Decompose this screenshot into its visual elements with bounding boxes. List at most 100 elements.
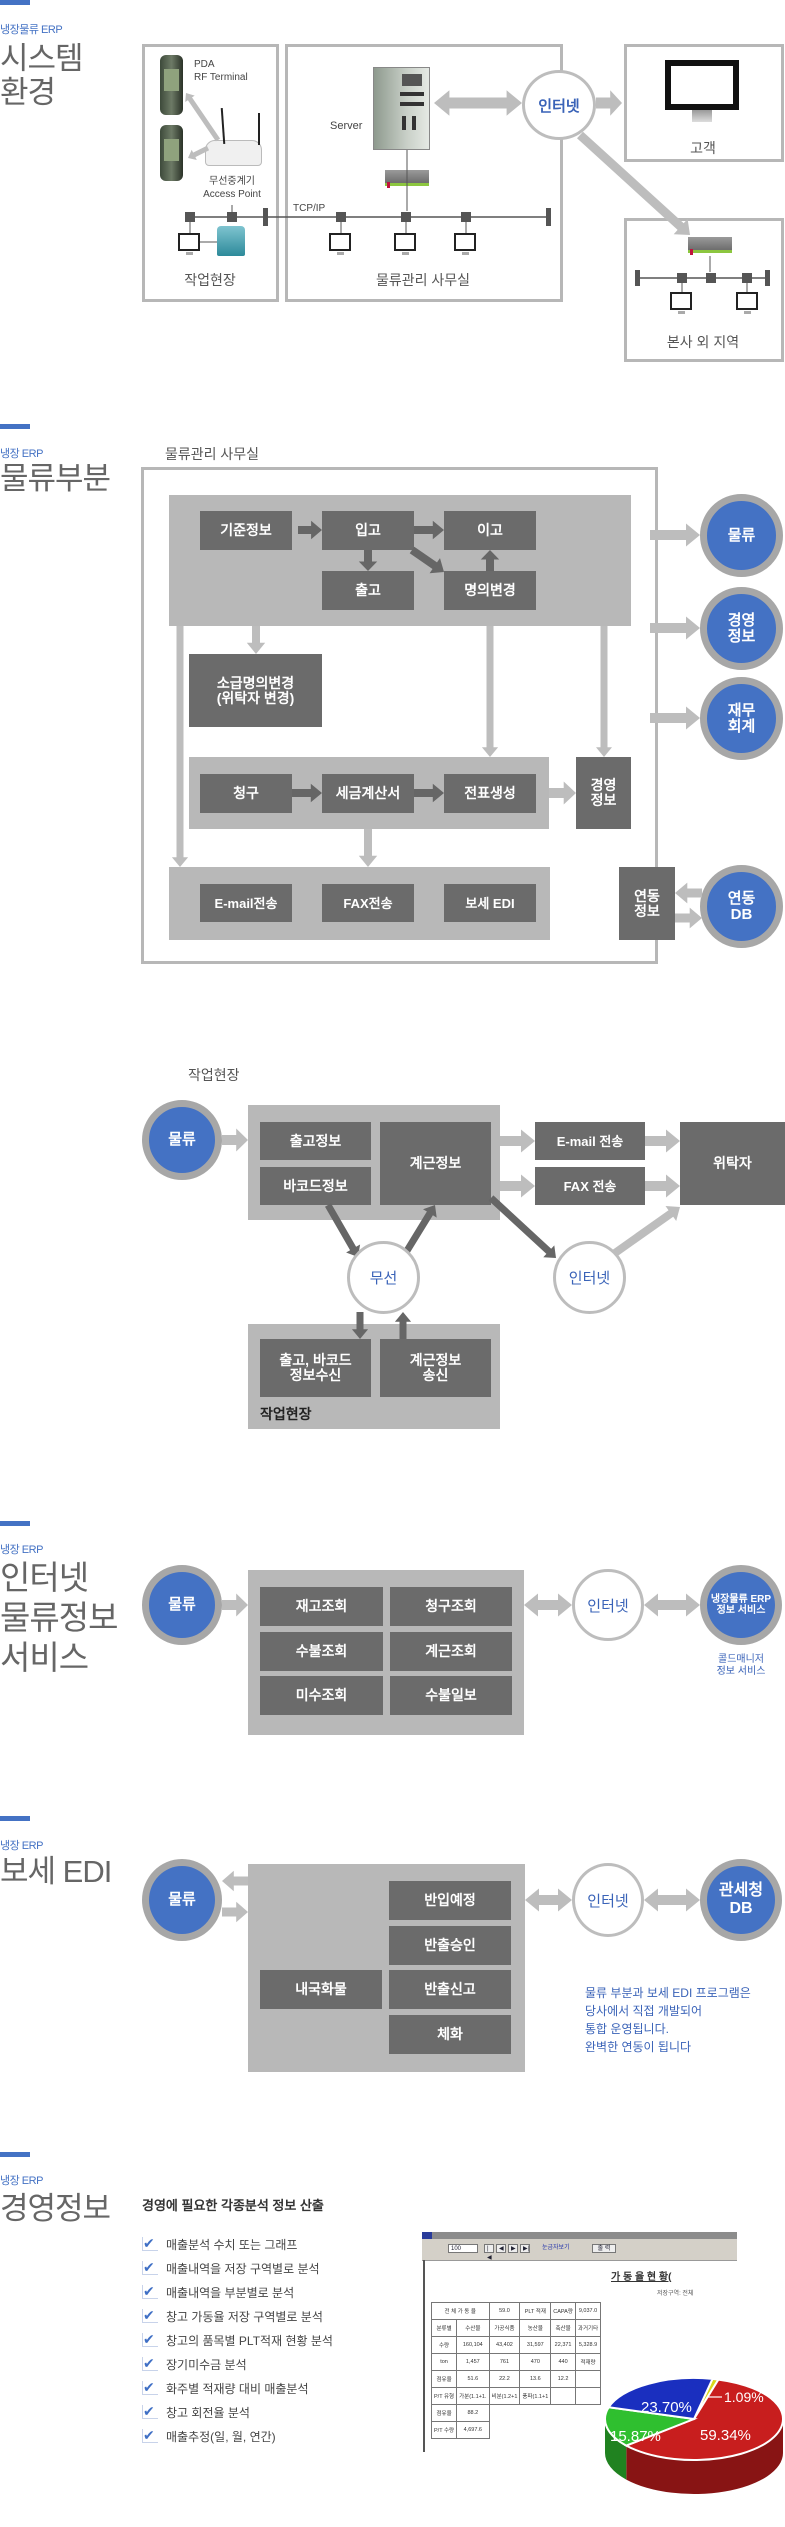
line: DB (730, 905, 753, 923)
list-item: ✔창고의 품목별 PLT적재 현황 분석 (142, 2328, 333, 2352)
cell: 5,328.9 (574, 2336, 602, 2354)
cell: 비분(1.2+1 (488, 2387, 521, 2405)
line: 정보 (727, 627, 756, 645)
section-eyebrow: 냉장물류 ERP (0, 24, 63, 36)
server-icon (373, 67, 430, 150)
list-item: ✔매출내역을 저장 구역별로 분석 (142, 2256, 333, 2280)
box-email-send[interactable]: E-mail 전송 (535, 1122, 645, 1160)
circle-customs-db[interactable]: 관세청 DB (700, 1859, 782, 1941)
arrow (644, 1593, 700, 1617)
box-retro-name-change[interactable]: 소급명의변경 (위탁자 변경) (189, 654, 322, 727)
circle-erp-service[interactable]: 냉장물류 ERP 정보 서비스 (700, 1565, 782, 1645)
cell: 점유율 (430, 2404, 458, 2422)
cell: 점유율 (430, 2370, 458, 2388)
box-outbound[interactable]: 출고 (322, 571, 414, 610)
monitor-icon (454, 233, 476, 255)
box-send-weigh[interactable]: 계근정보 송신 (380, 1339, 491, 1397)
monitor-stand (692, 110, 712, 122)
box-stagnant-cargo[interactable]: 체화 (389, 2015, 511, 2054)
last-page-button[interactable]: ▶| (520, 2244, 530, 2253)
list-item: ✔장기미수금 분석 (142, 2352, 333, 2376)
box-billing[interactable]: 청구 (200, 774, 292, 813)
box-transfer[interactable]: 이고 (444, 511, 536, 550)
cell: 분류별 (430, 2319, 458, 2337)
box-out-approval[interactable]: 반출승인 (389, 1926, 511, 1965)
pda-device-icon (160, 55, 183, 115)
circle-logistics[interactable]: 물류 (700, 494, 783, 577)
box-billing-query[interactable]: 청구조회 (390, 1587, 512, 1626)
section-title: 물류부분 (0, 461, 111, 496)
first-page-button[interactable]: |◀ (484, 2244, 494, 2261)
line: 물류 (727, 526, 756, 544)
circle-logistics[interactable]: 물류 (142, 1859, 222, 1941)
cell: 수량 (430, 2336, 458, 2354)
box-base-info[interactable]: 기준정보 (200, 511, 292, 550)
box-inbound[interactable]: 입고 (322, 511, 414, 550)
checkmark-icon: ✔ (142, 2404, 158, 2419)
box-stock-query[interactable]: 재고조회 (260, 1587, 383, 1626)
box-out-info[interactable]: 출고정보 (260, 1122, 371, 1160)
box-consignor[interactable]: 위탁자 (680, 1122, 785, 1205)
report-toolbar: 100 |◀ ◀ ▶ ▶| 눈금자보기 출 력 (422, 2239, 737, 2261)
arrow (675, 907, 702, 929)
section-accent-bar (0, 1816, 30, 1821)
line: 연동 (634, 887, 660, 904)
arrow (525, 1888, 572, 1912)
cell: 전 체 가 동 율 (431, 2302, 490, 2320)
box-receivable-query[interactable]: 미수조회 (260, 1676, 383, 1715)
next-page-button[interactable]: ▶ (508, 2244, 518, 2253)
box-daily-report[interactable]: 수불일보 (390, 1676, 512, 1715)
line: (위탁자 변경) (216, 689, 295, 706)
cell: 과거기타 (574, 2319, 602, 2337)
page-size-select[interactable]: 100 (448, 2244, 478, 2253)
checkmark-icon: ✔ (142, 2308, 158, 2323)
line: 연동 (727, 889, 756, 907)
cell: 22,371 (550, 2336, 576, 2354)
box-inout-query[interactable]: 수불조회 (260, 1632, 383, 1671)
monitor-icon (736, 292, 758, 314)
cell: P/T 유형 (430, 2387, 458, 2405)
monitor-icon (178, 233, 200, 255)
box-fax[interactable]: FAX전송 (322, 884, 414, 922)
prev-page-button[interactable]: ◀ (496, 2244, 506, 2253)
cell: 수산물 (456, 2319, 490, 2337)
box-barcode-info[interactable]: 바코드정보 (260, 1167, 371, 1205)
box-email[interactable]: E-mail전송 (200, 884, 292, 922)
box-weigh-query[interactable]: 계근조회 (390, 1632, 512, 1671)
line: 정보 서비스 (716, 1666, 766, 1677)
arrow (645, 1174, 680, 1198)
cell: 43,402 (488, 2336, 521, 2354)
box-voucher[interactable]: 전표생성 (444, 774, 536, 813)
box-fax-send[interactable]: FAX 전송 (535, 1167, 645, 1205)
checkmark-icon: ✔ (142, 2332, 158, 2347)
internet-node: 인터넷 (522, 70, 596, 140)
section-eyebrow: 냉장 ERP (0, 1544, 43, 1556)
box-weigh-info[interactable]: 계근정보 (380, 1122, 491, 1205)
box-mgmt-info[interactable]: 경영 정보 (576, 757, 631, 829)
print-button[interactable]: 출 력 (592, 2244, 616, 2253)
cell (550, 2387, 576, 2405)
list-item: ✔화주별 적재량 대비 매출분석 (142, 2376, 333, 2400)
service-caption: 콜드매니저 정보 서비스 (700, 1654, 782, 1678)
line: 경영 (590, 777, 617, 793)
circle-logistics[interactable]: 물류 (142, 1100, 222, 1180)
cell: 761 (488, 2353, 521, 2371)
cell: 풍파(1.1+1 (519, 2387, 552, 2405)
title-line: 서비스 (0, 1639, 89, 1676)
box-bonded-edi[interactable]: 보세 EDI (444, 884, 536, 922)
box-name-change[interactable]: 명의변경 (444, 571, 536, 610)
circle-logistics[interactable]: 물류 (142, 1565, 222, 1645)
monitor-icon (329, 233, 351, 255)
box-link-info[interactable]: 연동 정보 (619, 867, 675, 940)
box-out-report[interactable]: 반출신고 (389, 1970, 511, 2009)
table-row: P/T 수량 4,697.6 (430, 2421, 601, 2439)
line: 완벽한 연동이 됩니다 (585, 2040, 692, 2054)
box-tax-invoice[interactable]: 세금계산서 (322, 774, 414, 813)
ruler-toggle[interactable]: 눈금자보기 (542, 2245, 570, 2251)
box-planned-in[interactable]: 반입예정 (389, 1881, 511, 1920)
box-receive-info[interactable]: 출고, 바코드 정보수신 (260, 1339, 371, 1397)
box-domestic-cargo[interactable]: 내국화물 (260, 1970, 382, 2009)
